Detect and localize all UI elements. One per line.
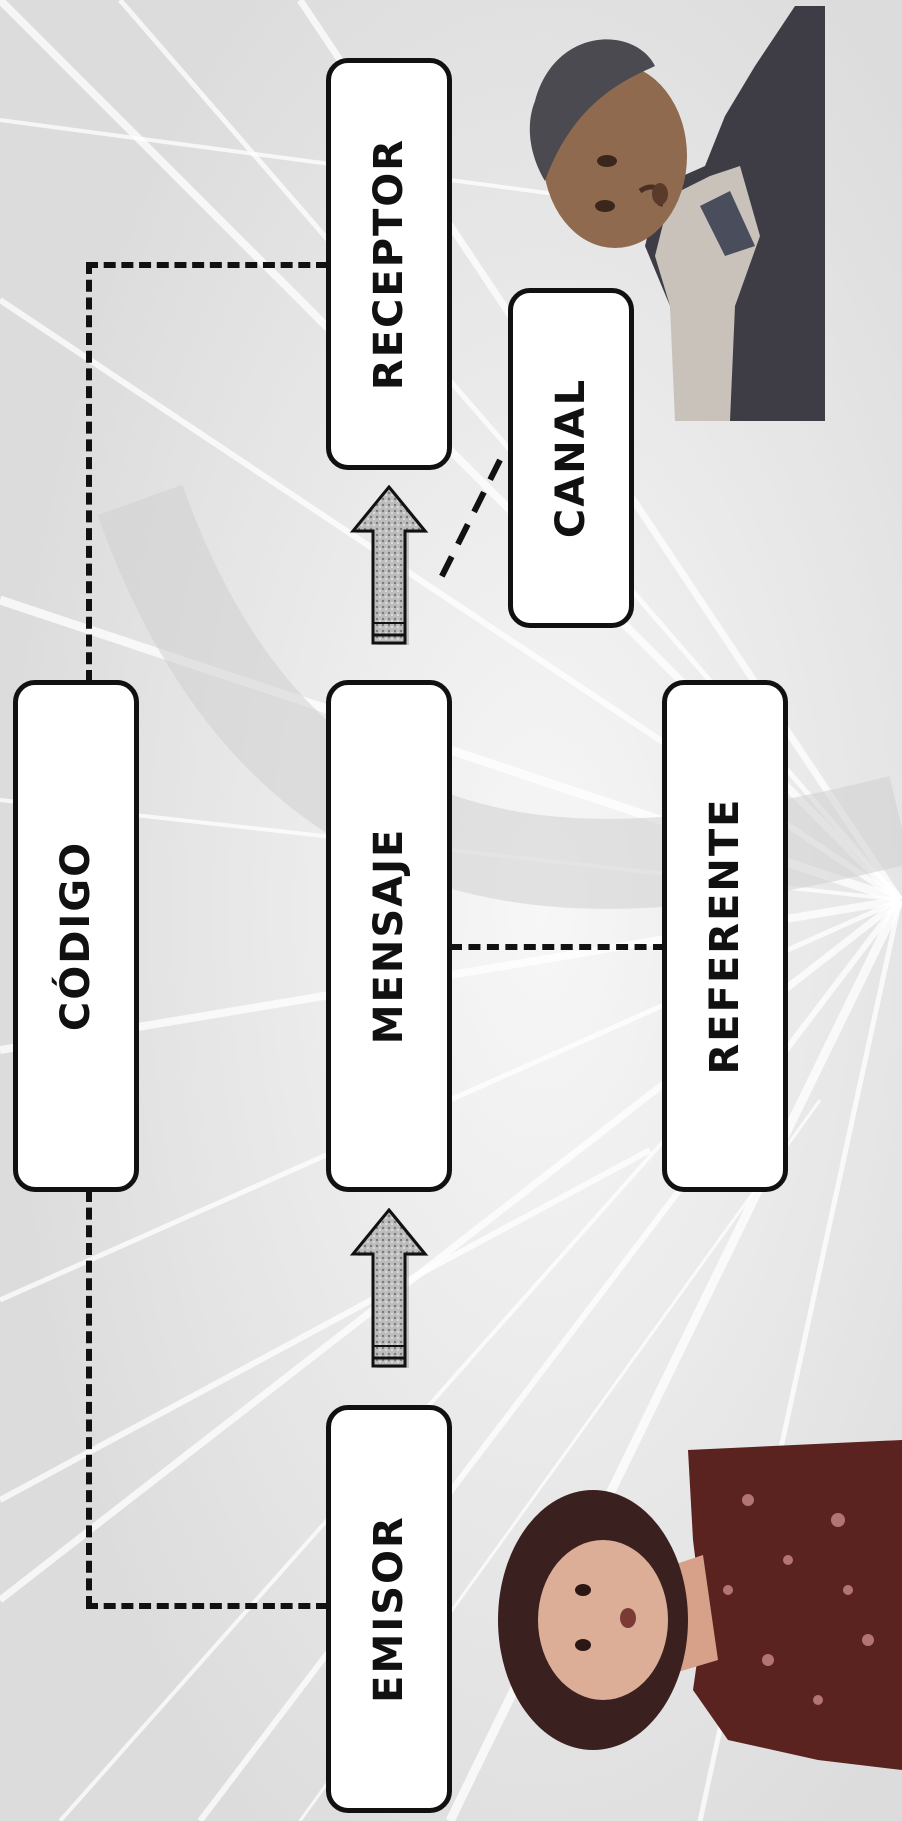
emisor-label: EMISOR <box>366 1515 412 1703</box>
receptor-label: RECEPTOR <box>366 137 412 391</box>
mensaje-to-receptor-arrow-icon <box>349 485 429 645</box>
mensaje-label: MENSAJE <box>366 827 412 1045</box>
codigo-label: CÓDIGO <box>53 840 99 1032</box>
referente-label: REFERENTE <box>702 797 748 1075</box>
canal-connector <box>437 458 503 582</box>
receptor-man-photo <box>529 6 825 421</box>
emisor-box: EMISOR <box>326 1405 452 1813</box>
codigo-receptor-connector-vertical <box>86 262 92 682</box>
codigo-emisor-connector-horizontal <box>86 1603 328 1609</box>
mensaje-referente-connector <box>450 944 665 950</box>
canal-box: CANAL <box>508 288 634 628</box>
codigo-box: CÓDIGO <box>13 680 139 1192</box>
referente-box: REFERENTE <box>662 680 788 1192</box>
codigo-receptor-connector-horizontal <box>86 262 328 268</box>
codigo-emisor-connector-vertical <box>86 1190 92 1608</box>
emisor-woman-photo <box>498 1440 902 1770</box>
receptor-box: RECEPTOR <box>326 58 452 470</box>
emisor-to-mensaje-arrow-icon <box>349 1208 429 1368</box>
mensaje-box: MENSAJE <box>326 680 452 1192</box>
